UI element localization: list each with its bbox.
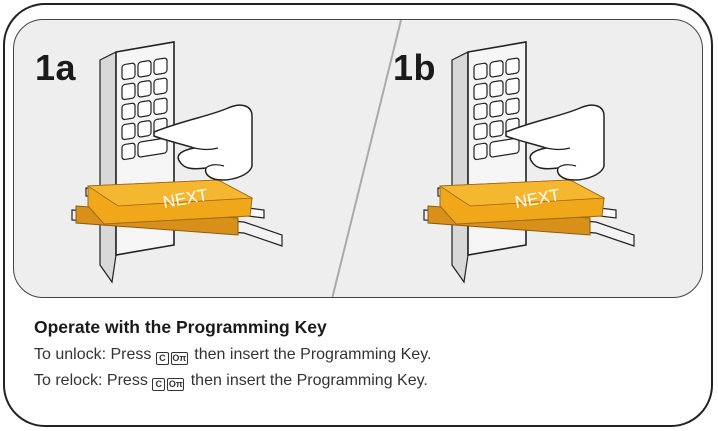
c-key-icon: C: [155, 352, 169, 365]
illustration-panel: NEXT NEXT 1a 1b: [13, 19, 703, 298]
unlock-prefix: To unlock: Press: [34, 346, 152, 363]
key-symbol-icon: Oπ: [167, 378, 185, 391]
step-label-1a: 1a: [35, 47, 77, 88]
unlock-suffix: then insert the Programming Key.: [194, 346, 432, 363]
illustration: NEXT NEXT: [71, 20, 635, 297]
panel-divider: [331, 20, 402, 297]
lock-illustration-1a: NEXT: [71, 41, 283, 283]
key-symbol-icon: Oπ: [170, 352, 188, 365]
caption-title: Operate with the Programming Key: [34, 317, 327, 337]
lock-illustration-1b: NEXT: [423, 41, 635, 283]
c-key-icon: C: [152, 378, 166, 391]
caption: Operate with the Programming Key To unlo…: [34, 317, 431, 396]
relock-suffix: then insert the Programming Key.: [190, 372, 428, 389]
step-label-1b: 1b: [393, 47, 437, 88]
relock-prefix: To relock: Press: [34, 372, 148, 389]
